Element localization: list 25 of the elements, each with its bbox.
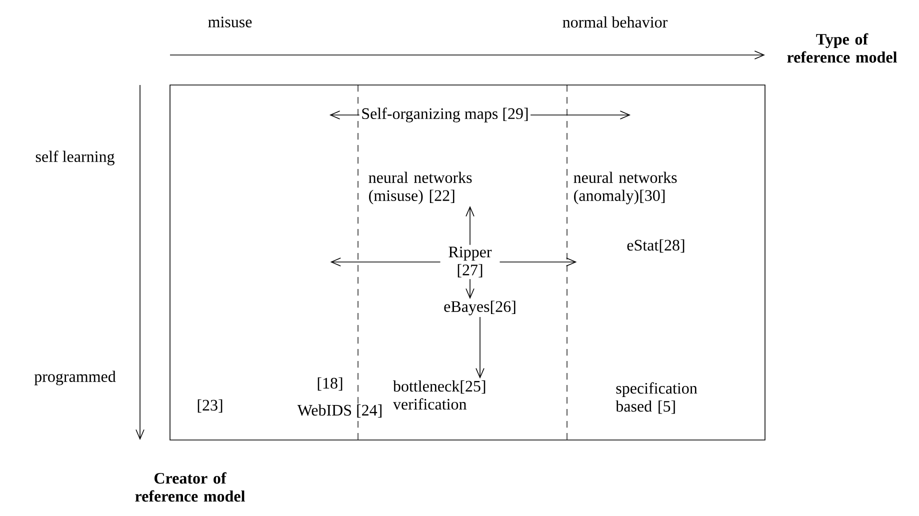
method-label: specification based [5] [616, 382, 698, 414]
axis-label: misuse [208, 16, 252, 28]
axis-label: programmed [34, 370, 116, 386]
method-label: [23] [198, 399, 222, 413]
method-label: neural networks (misuse) [22] [368, 172, 472, 204]
axis-title: Type of reference model [787, 33, 897, 63]
arrow [530, 110, 631, 120]
arrow [466, 206, 474, 246]
method-label: [18] [318, 377, 342, 391]
axis-label: normal behavior [562, 16, 668, 28]
axis-title: Creator of reference model [135, 472, 245, 502]
frame-box [170, 84, 766, 440]
method-label: eStat[28] [627, 239, 684, 253]
method-label: Self-organizing maps [29] [362, 108, 528, 122]
arrow [476, 316, 484, 379]
arrow [466, 278, 474, 299]
method-label: bottleneck[25] verification [393, 380, 486, 410]
method-label: WebIDS [24] [297, 404, 382, 418]
arrow [329, 110, 360, 120]
method-label: Ripper [27] [448, 246, 492, 278]
method-label: eBayes[26] [444, 300, 516, 316]
axis-label: self learning [36, 150, 114, 166]
arrow [499, 258, 577, 266]
method-label: neural networks (anomaly)[30] [574, 172, 677, 204]
arrow [330, 258, 441, 266]
